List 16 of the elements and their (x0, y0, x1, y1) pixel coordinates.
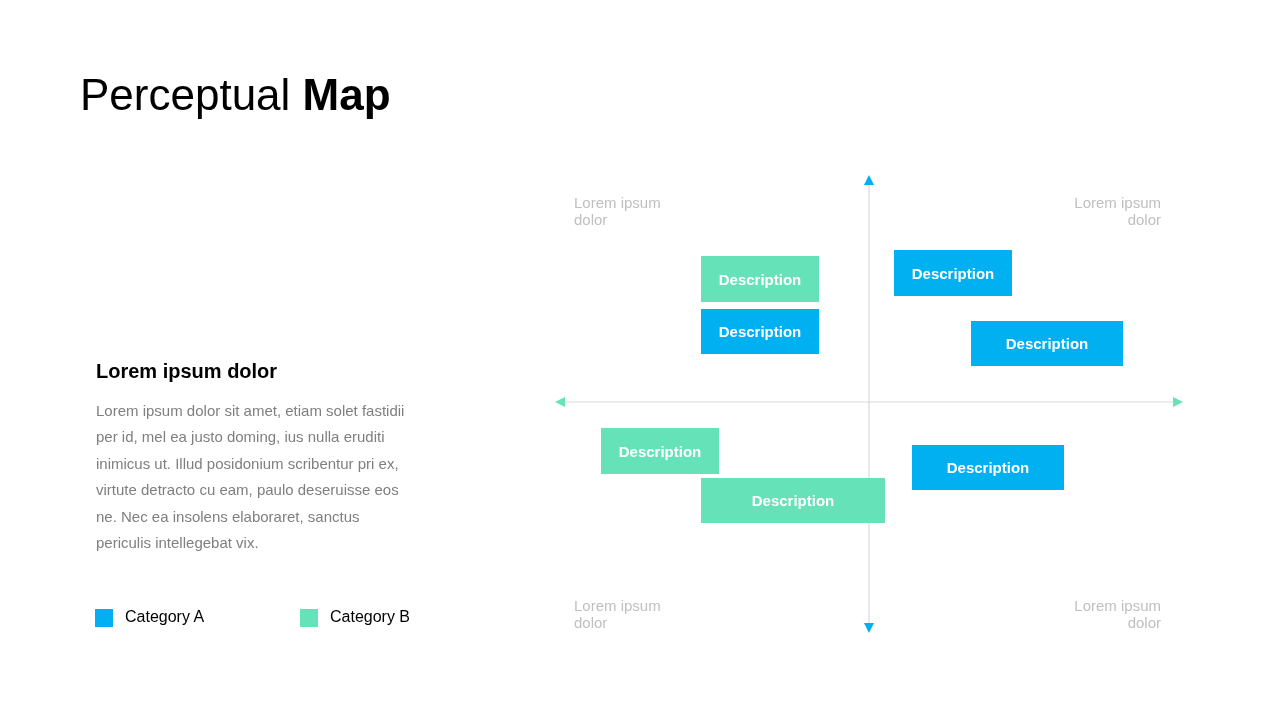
description-box: Description (701, 478, 885, 523)
description-box: Description (912, 445, 1064, 490)
description-box: Description (601, 428, 719, 474)
legend-label: Category B (330, 608, 411, 626)
heading: Lorem ipsum dolor (96, 360, 278, 383)
body-paragraph: Lorem ipsum dolor sit amet, etiam solet fastidii per id, mel ea justo doming, ius nulla eruditi inimicus ut. Illud posidonium scribentur pri ex, virtute detracto cu eam, paulo deseruisse eos ne. Nec ea insolens elaboraret, sanctus periculis intellegebat vix. (96, 401, 406, 554)
description-box: Description (894, 250, 1012, 296)
quadrant-label: Lorem ipsum dolor (1073, 194, 1161, 228)
quadrant-label: Lorem ipsum dolor (1073, 597, 1161, 631)
description-box: Description (971, 321, 1123, 366)
quadrant-label: Lorem ipsum dolor (574, 194, 662, 228)
quadrant-label: Lorem ipsum dolor (574, 597, 662, 631)
description-box: Description (701, 256, 819, 302)
legend-label: Category A (125, 608, 205, 626)
description-box: Description (701, 309, 819, 354)
title: Perceptual Map (80, 70, 391, 120)
